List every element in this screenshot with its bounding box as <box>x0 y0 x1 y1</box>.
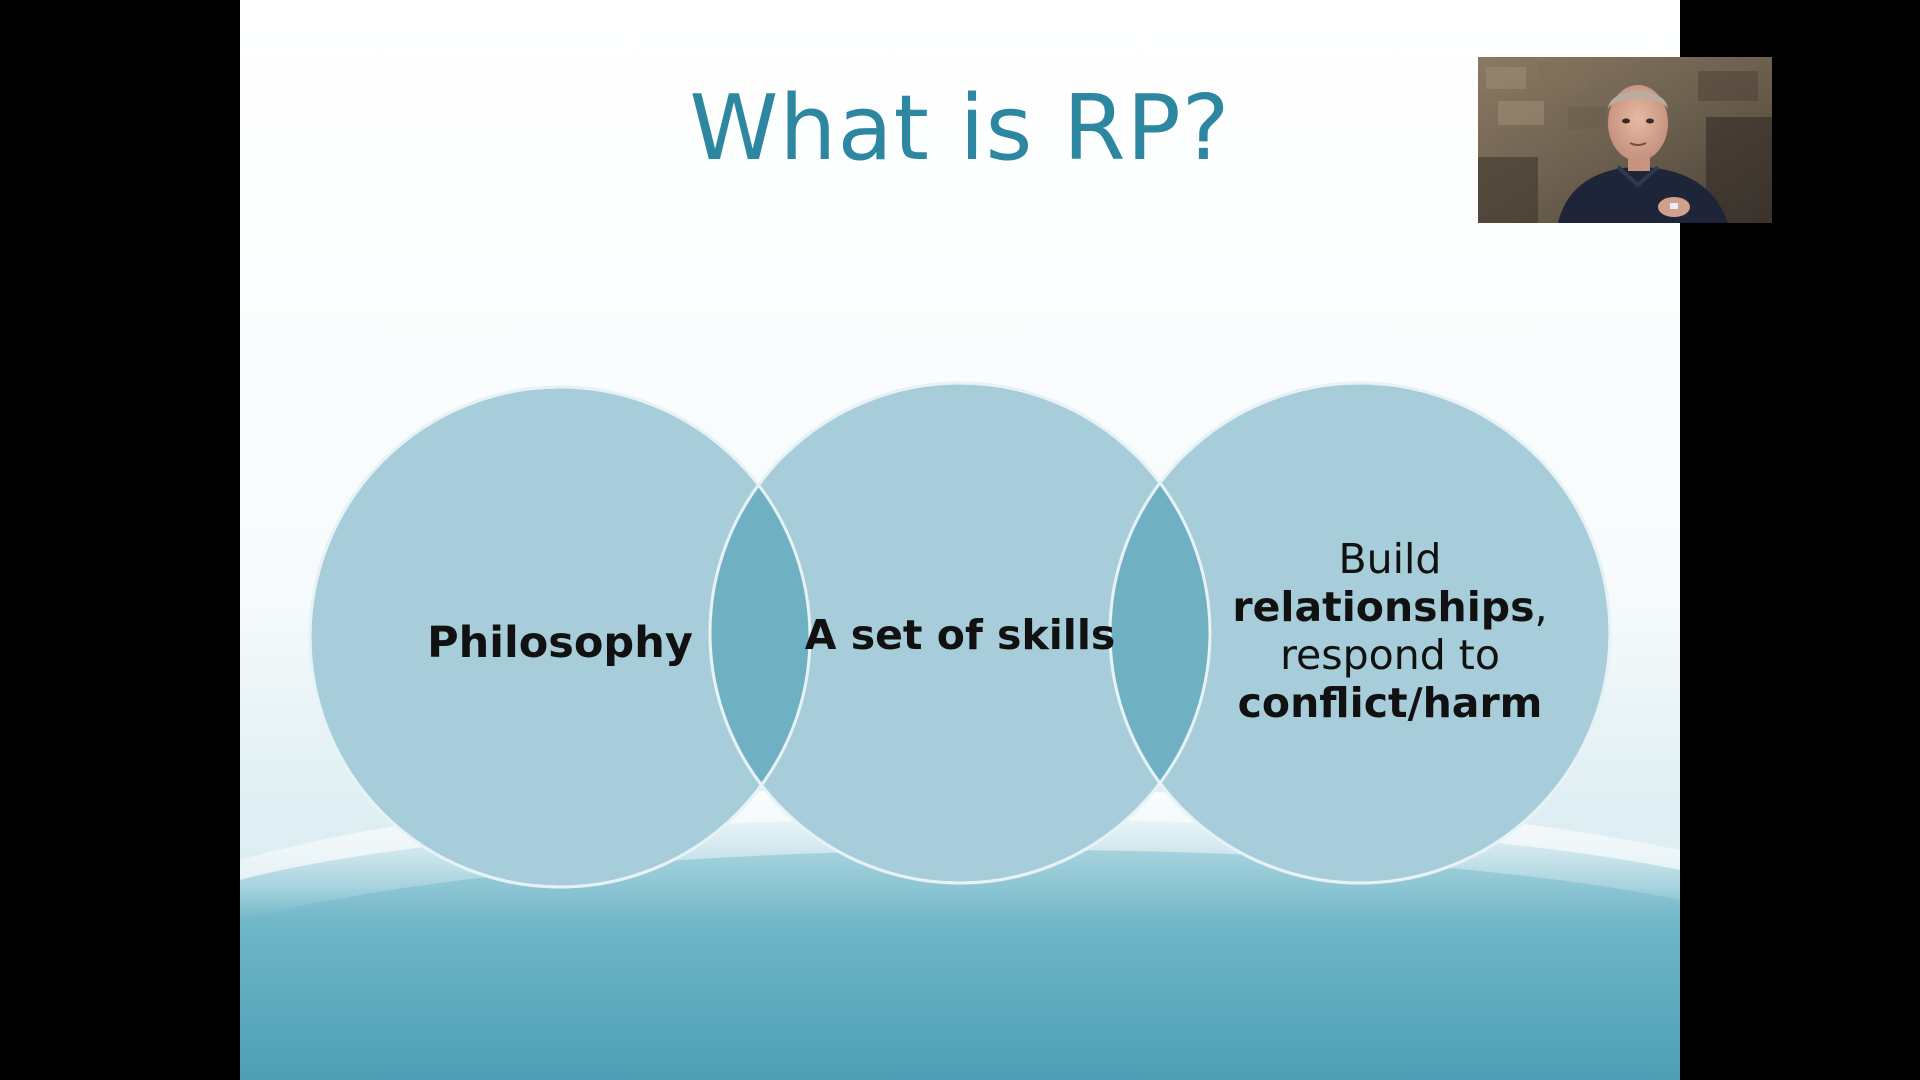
presentation-slide: What is RP? Philosophy A set of skills B… <box>240 0 1680 1080</box>
presenter-image <box>1478 57 1772 223</box>
label-relationships-bold: relationships <box>1232 583 1535 631</box>
presenter-webcam-video[interactable] <box>1478 57 1772 223</box>
label-line-build: Build <box>1338 535 1442 583</box>
label-line-conflict: conflict/harm <box>1237 679 1543 727</box>
circle-label-skills: A set of skills <box>804 611 1116 659</box>
circle-label-philosophy: Philosophy <box>427 618 693 668</box>
slide-title: What is RP? <box>689 76 1231 181</box>
circle-label-relationships: Build relationships, respond to conflict… <box>1180 535 1600 727</box>
label-line-relationships: relationships, <box>1180 583 1600 631</box>
label-line-respond: respond to <box>1280 631 1500 679</box>
label-relationships-comma: , <box>1534 583 1548 631</box>
venn-diagram <box>308 381 1612 889</box>
